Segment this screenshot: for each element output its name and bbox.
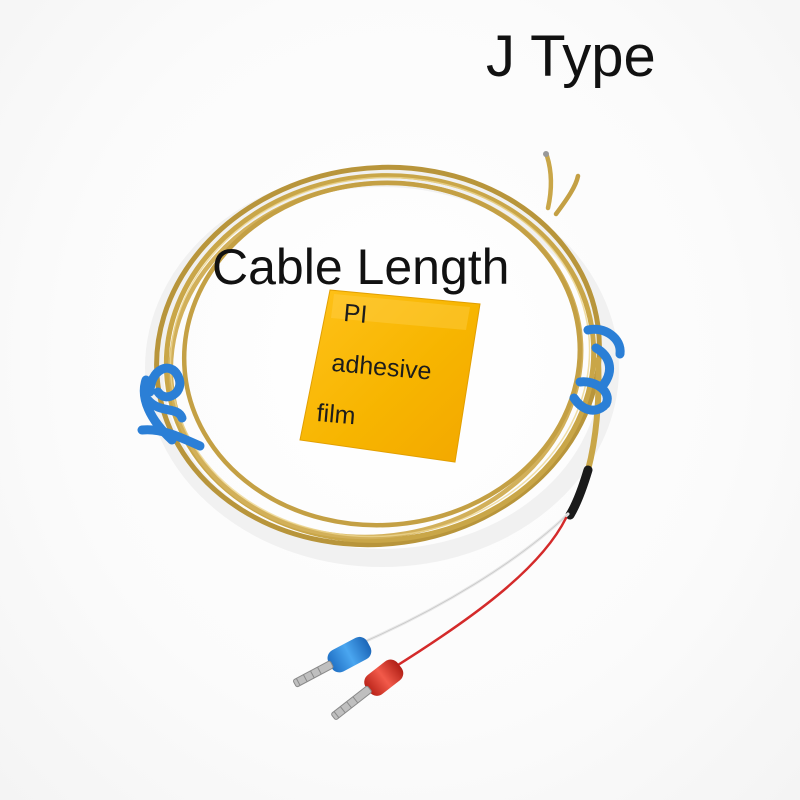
twist-tie-left (137, 363, 205, 451)
cable-strand (181, 180, 583, 528)
cable-tail (565, 357, 602, 520)
type-title: J Type (486, 24, 656, 89)
cable-strand (163, 173, 597, 543)
pi-adhesive-film (299, 289, 481, 463)
cable-ends-top (543, 151, 581, 217)
twist-tie-right (569, 324, 625, 415)
lead-wires (348, 512, 570, 672)
cable-length-label: Cable Length (212, 239, 510, 295)
connector-red (331, 659, 404, 720)
connector-white (293, 636, 372, 688)
red-wire (388, 516, 568, 672)
